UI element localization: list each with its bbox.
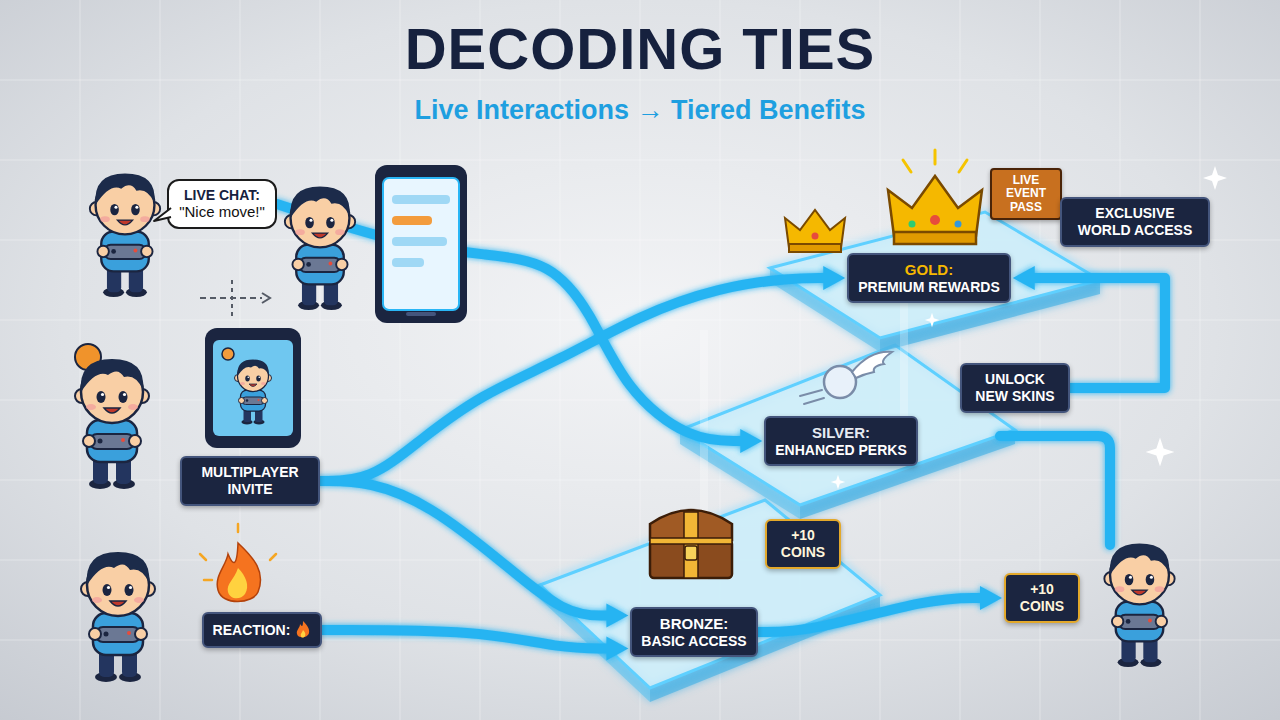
player-character <box>1104 544 1174 668</box>
winged-orb <box>824 366 856 398</box>
fire-icon <box>301 630 306 638</box>
fire-symbol <box>200 524 276 580</box>
phone-chat <box>392 216 432 225</box>
fire-icon <box>297 621 309 637</box>
crown-symbol <box>909 221 916 228</box>
crown-symbol <box>894 232 976 244</box>
phone-multiplayer <box>222 348 234 360</box>
treasure-chest <box>685 546 697 560</box>
crown-symbol <box>934 150 937 164</box>
tier-platform <box>540 500 880 688</box>
node-heading: LIVE CHAT: <box>184 187 260 204</box>
flow-arrow <box>320 481 608 616</box>
interaction-label: REACTION: <box>202 612 323 648</box>
winged-orb <box>800 352 892 404</box>
crown-symbol <box>812 233 819 240</box>
phone-chat <box>375 165 467 323</box>
tier-label: BRONZE:BASIC ACCESS <box>630 607 757 658</box>
fire-symbol <box>204 579 212 582</box>
phone-multiplayer <box>205 328 301 448</box>
phone-chat <box>392 258 424 267</box>
sparkle <box>1146 438 1175 467</box>
player-character <box>81 552 155 682</box>
phone-multiplayer <box>205 328 301 448</box>
node-heading: GOLD: <box>905 261 953 279</box>
interaction-label: MULTIPLAYER INVITE <box>180 456 320 506</box>
sparkle <box>925 313 939 327</box>
subtitle: Live Interactions → Tiered Benefits <box>0 95 1280 126</box>
winged-orb <box>852 352 892 378</box>
node-text: "Nice move!" <box>179 203 265 221</box>
node-heading: MULTIPLAYER INVITE <box>191 464 309 498</box>
crown-symbol <box>785 210 845 248</box>
phone-chat <box>383 178 459 310</box>
node-heading: SILVER: <box>812 424 870 442</box>
sparkle <box>1203 166 1227 190</box>
node-heading: +10 COINS <box>1015 581 1069 615</box>
player-character <box>75 359 149 489</box>
crown-symbol <box>903 160 911 172</box>
winged-orb <box>800 390 824 404</box>
invite-arrow <box>262 293 270 303</box>
node-heading: +10 COINS <box>776 527 830 561</box>
treasure-chest <box>650 538 732 544</box>
reward-label: EXCLUSIVE WORLD ACCESS <box>1060 197 1210 247</box>
bubble-tail <box>153 207 171 223</box>
treasure-chest <box>684 512 698 578</box>
node-heading: REACTION: <box>213 622 291 639</box>
diagram-title: DECODING TIES <box>0 16 1280 83</box>
player-character <box>235 360 272 425</box>
node-text: BASIC ACCESS <box>641 633 746 650</box>
crown-symbol <box>888 150 982 244</box>
flow-line <box>1000 436 1110 545</box>
fire-symbol <box>217 543 260 602</box>
phone-chat <box>406 312 436 316</box>
fire-icon <box>295 620 311 640</box>
tier-platform <box>540 500 880 702</box>
fire-symbol <box>200 524 276 602</box>
crown-symbol <box>959 160 967 172</box>
speech-bubble: LIVE CHAT:"Nice move!" <box>167 179 277 230</box>
node-heading: BRONZE: <box>660 615 728 633</box>
phone-chat <box>392 195 450 204</box>
crown-symbol <box>789 244 841 252</box>
fire-symbol <box>237 524 240 532</box>
phone-multiplayer <box>213 340 293 436</box>
flow-arrow <box>758 598 982 632</box>
reward-label: UNLOCK NEW SKINS <box>960 363 1070 413</box>
crown-symbol <box>955 221 962 228</box>
crown-symbol <box>888 176 982 236</box>
invite-arrow <box>231 280 233 318</box>
invite-arrow <box>200 280 270 318</box>
fire-symbol <box>228 568 248 598</box>
crown-symbol <box>903 150 967 172</box>
player-character <box>90 174 160 297</box>
flow-arrow <box>277 204 742 441</box>
flow-arrow <box>322 630 608 648</box>
node-heading: LIVE EVENT PASS <box>998 174 1054 214</box>
treasure-chest <box>650 510 732 578</box>
node-text: ENHANCED PERKS <box>775 442 906 459</box>
phone-chat <box>375 165 467 323</box>
player-character <box>285 187 355 310</box>
bubble-tail <box>154 208 171 221</box>
node-heading: UNLOCK NEW SKINS <box>971 371 1059 405</box>
coin-badge: +10 COINS <box>1004 573 1080 623</box>
crown-symbol <box>785 210 845 252</box>
sparkle <box>831 475 845 489</box>
node-heading: EXCLUSIVE WORLD ACCESS <box>1071 205 1199 239</box>
tier-label: SILVER:ENHANCED PERKS <box>764 416 917 467</box>
fire-symbol <box>270 554 276 560</box>
tier-label: GOLD:PREMIUM REWARDS <box>847 253 1011 304</box>
phone-chat <box>392 237 447 246</box>
coin-badge: +10 COINS <box>765 519 841 569</box>
fire-symbol <box>200 554 206 560</box>
crown-symbol <box>930 215 940 225</box>
event-ticket: LIVE EVENT PASS <box>990 168 1062 220</box>
node-text: PREMIUM REWARDS <box>858 279 1000 296</box>
